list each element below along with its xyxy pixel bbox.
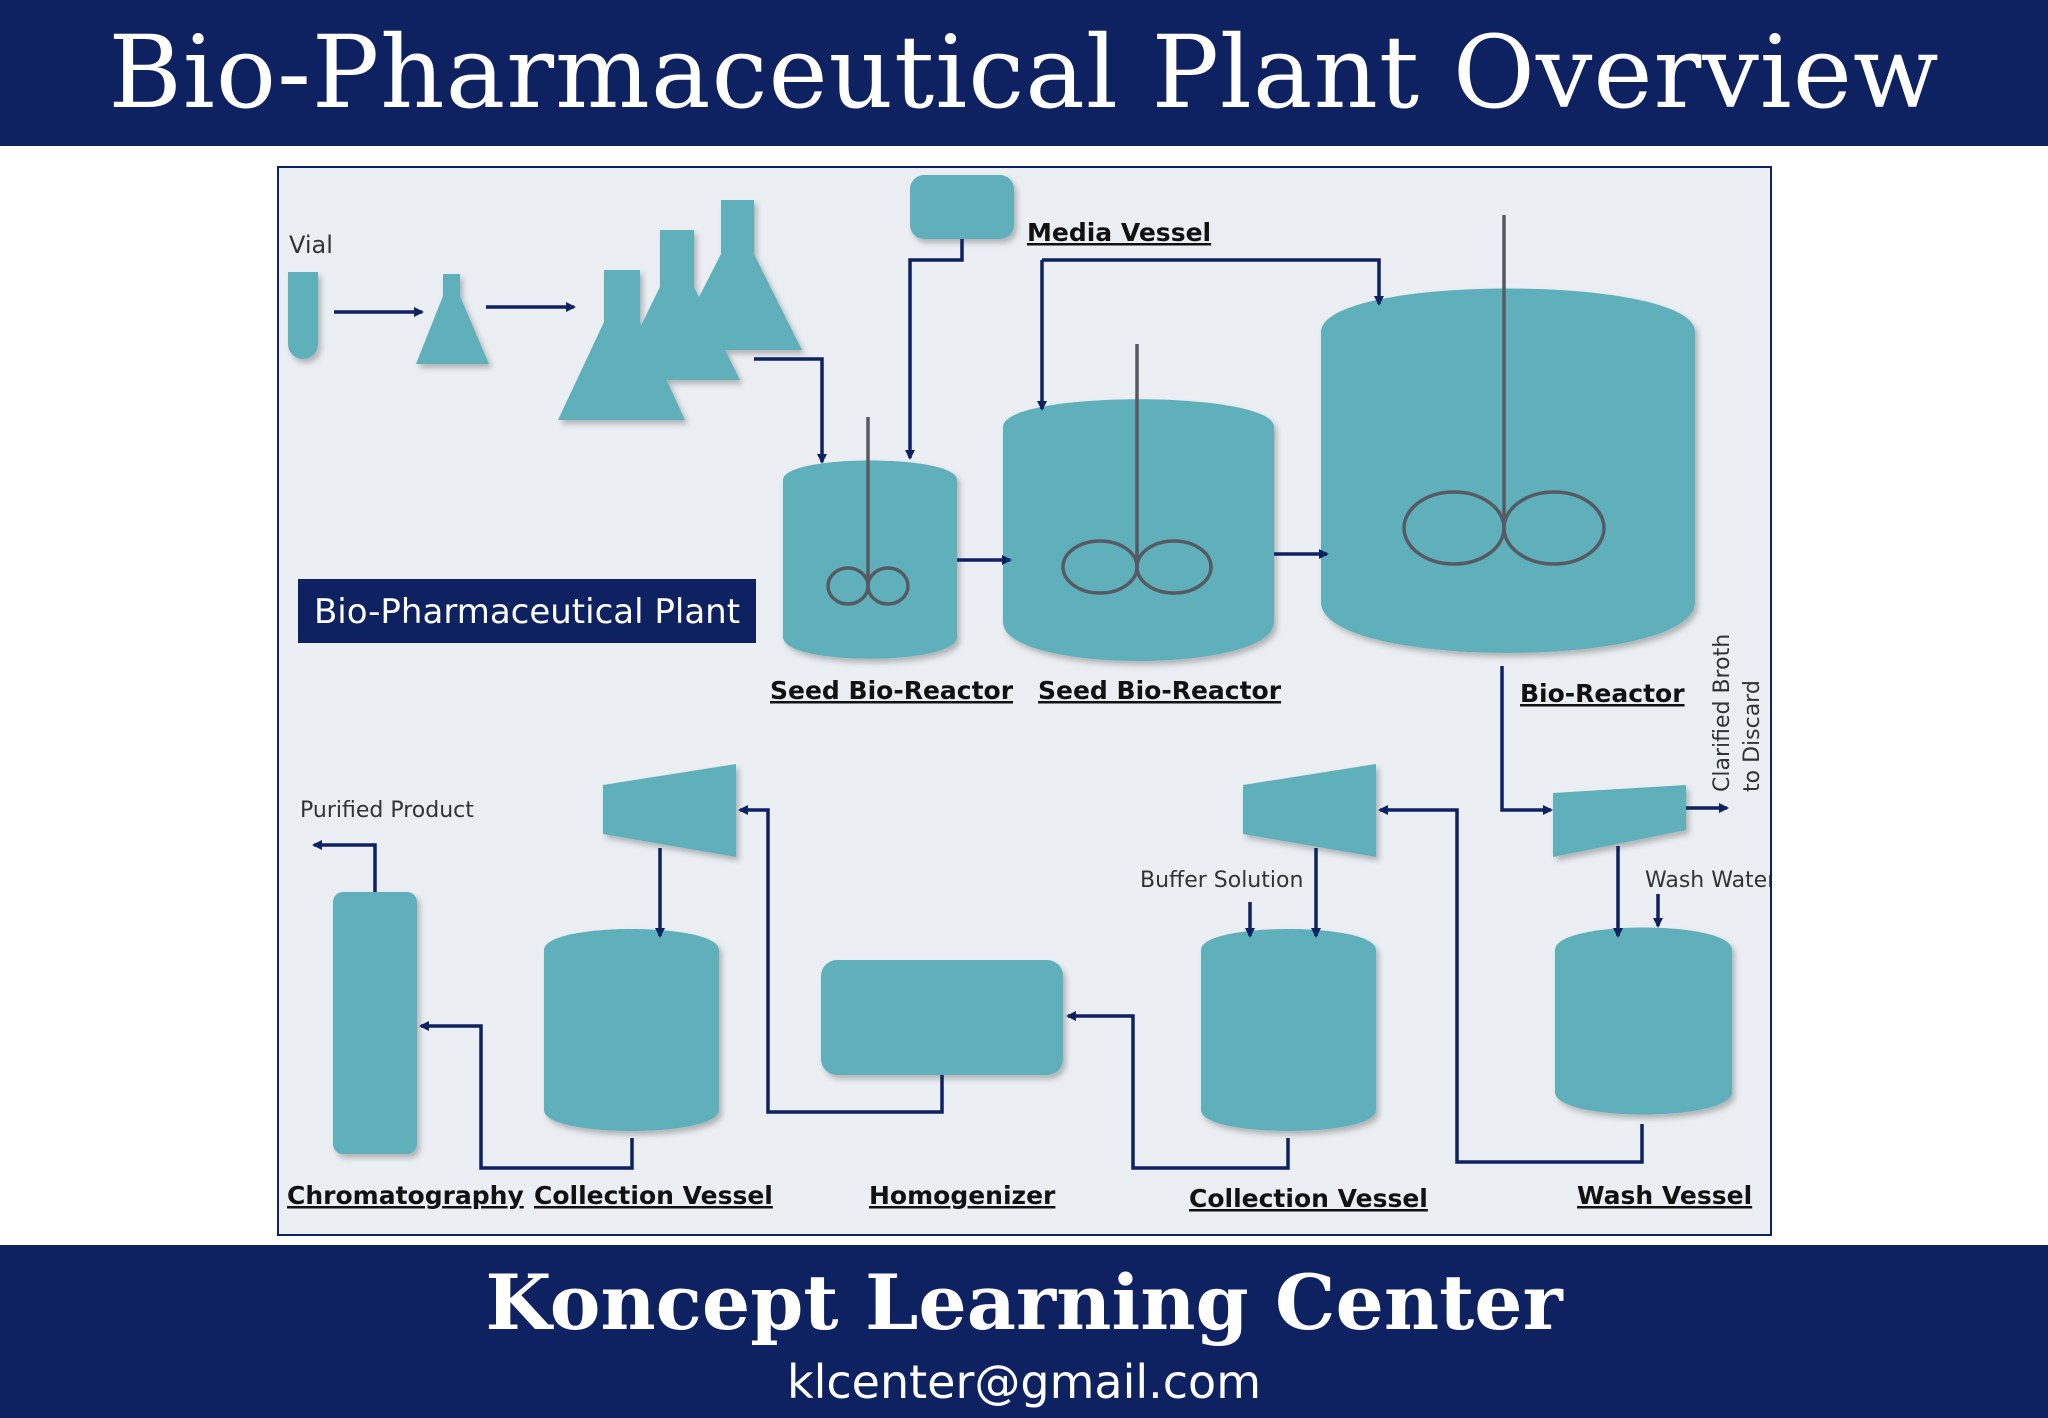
- wash-water-label: Wash Water: [1645, 868, 1770, 893]
- centrifuge-2-shape: [1243, 764, 1376, 857]
- flow-arrow-purified-product-out: [312, 840, 377, 892]
- collection-vessel-2-label: Collection Vessel: [1189, 1184, 1428, 1213]
- brand-name: Koncept Learning Center: [485, 1258, 1563, 1347]
- flow-arrow-flasks-to-seed1: [754, 357, 827, 464]
- brand-email: klcenter@gmail.com: [786, 1355, 1262, 1409]
- purified-product-label: Purified Product: [300, 798, 474, 823]
- media-vessel-label: Media Vessel: [1027, 218, 1211, 247]
- seed-bioreactor-2-agitator: [1061, 344, 1213, 595]
- bioreactor-shape: [1321, 288, 1695, 653]
- collection-vessel-1-label: Collection Vessel: [534, 1181, 773, 1210]
- plant-label-box: Bio-Pharmaceutical Plant: [298, 579, 756, 643]
- large-flask-front-shape: [558, 270, 685, 420]
- header-bar: [0, 0, 2048, 146]
- wash-vessel-shape: [1555, 927, 1732, 1115]
- clarified-broth-label-line1: Clarified Broth: [1710, 634, 1735, 792]
- footer-bar: [0, 1245, 2048, 1418]
- vial-shape: [288, 272, 318, 359]
- process-diagram: Vial Media Vessel Seed Bio-Reactor Seed …: [277, 166, 1772, 1236]
- centrifuge-1-shape: [603, 764, 736, 857]
- chromatography-label: Chromatography: [287, 1181, 524, 1210]
- seed-bioreactor-1-shape: [783, 460, 957, 659]
- flow-arrow-media-to-bioreactor: [1042, 258, 1384, 306]
- collection-vessel-2-shape: [1201, 929, 1376, 1131]
- bioreactor-agitator: [1402, 215, 1606, 566]
- seed-bioreactor-1-agitator: [826, 417, 910, 606]
- centrifuge-3-shape: [1553, 785, 1686, 857]
- process-flow-svg: Vial Media Vessel Seed Bio-Reactor Seed …: [287, 175, 1770, 1213]
- collection-vessel-1-shape: [544, 929, 719, 1131]
- clarified-broth-label-line2: to Discard: [1740, 680, 1765, 792]
- homogenizer-shape: [821, 960, 1063, 1075]
- flow-arrow-homogenizer-to-centrifuge1: [738, 805, 944, 1114]
- bioreactor-label: Bio-Reactor: [1520, 679, 1685, 708]
- flow-arrow-media-to-seed1: [905, 239, 964, 460]
- flow-arrow-wash-to-centrifuge2: [1378, 805, 1644, 1164]
- flow-arrow-collection2-to-homogenizer: [1066, 1011, 1290, 1170]
- homogenizer-label: Homogenizer: [869, 1181, 1056, 1210]
- media-vessel-shape: [910, 175, 1014, 239]
- plant-label-text: Bio-Pharmaceutical Plant: [314, 592, 740, 632]
- vial-label: Vial: [289, 231, 333, 259]
- wash-vessel-label: Wash Vessel: [1577, 1181, 1752, 1210]
- flow-arrow-collection1-to-chromatography: [419, 1021, 634, 1170]
- flow-arrow-bioreactor-to-centrifuge: [1500, 666, 1553, 815]
- seed-bioreactor-1-label: Seed Bio-Reactor: [770, 676, 1014, 705]
- buffer-solution-label: Buffer Solution: [1140, 868, 1303, 893]
- chromatography-column-shape: [333, 892, 417, 1154]
- small-flask-shape: [416, 274, 489, 364]
- page-title: Bio-Pharmaceutical Plant Overview: [108, 14, 1940, 131]
- seed-bioreactor-2-label: Seed Bio-Reactor: [1038, 676, 1282, 705]
